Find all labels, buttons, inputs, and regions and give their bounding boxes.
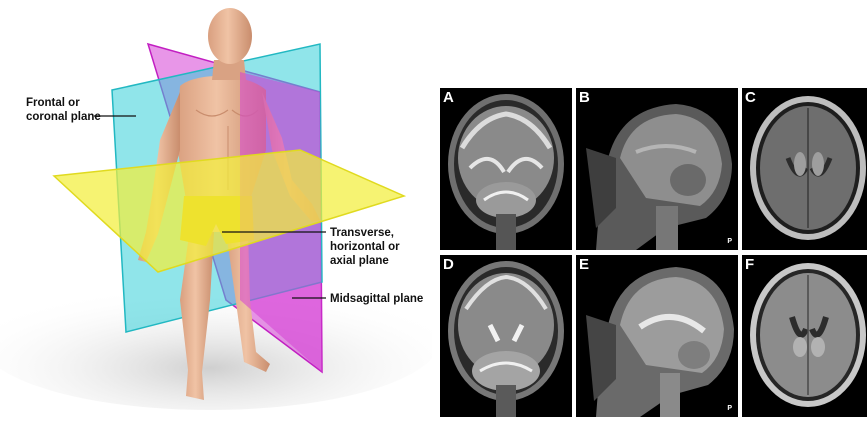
mri-panel-e: E P (576, 255, 738, 417)
mri-marker-b: P (727, 238, 732, 245)
mri-label-c: C (745, 89, 756, 106)
mri-label-d: D (443, 256, 454, 273)
mri-panel-a: A (440, 88, 572, 250)
mri-label-f: F (745, 256, 754, 273)
transverse-plane-label: Transverse, horizontal or axial plane (330, 226, 400, 268)
mri-label-a: A (443, 89, 454, 106)
midsagittal-plane-label: Midsagittal plane (330, 292, 423, 306)
mri-panel-d: D (440, 255, 572, 417)
mri-grid: A B P C (440, 88, 867, 417)
mri-panel-c: C (742, 88, 867, 250)
mri-panel-f: F (742, 255, 867, 417)
frontal-plane-label: Frontal or coronal plane (26, 96, 101, 124)
mri-marker-e: P (727, 405, 732, 412)
anatomy-illustration: Frontal or coronal plane Transverse, hor… (0, 0, 432, 417)
body-planes-diagram (0, 0, 432, 417)
mri-label-e: E (579, 256, 589, 273)
mri-panel-b: B P (576, 88, 738, 250)
mri-label-b: B (579, 89, 590, 106)
